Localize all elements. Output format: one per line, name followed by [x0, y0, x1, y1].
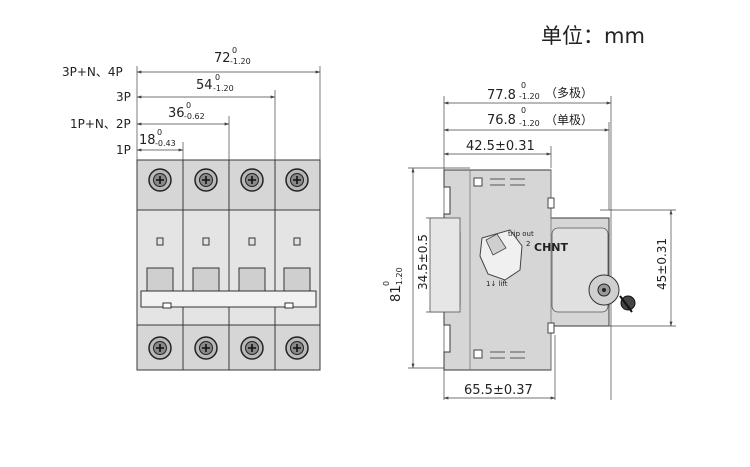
- brand-logo: CHNT: [534, 241, 568, 254]
- width-4p-lower: -1.20: [230, 57, 251, 66]
- width-dimension-2p: 1P+N、2P 36 0 -0.62: [70, 101, 230, 131]
- height-lower: -1.20: [395, 267, 404, 288]
- width-4p-upper: 0: [232, 46, 237, 55]
- screw-icon: [194, 336, 218, 360]
- depth-dimension-top: 42.5±0.31: [443, 139, 552, 156]
- height-dimension-81: 81 0 -1.20: [382, 167, 415, 369]
- breaker-side-body: [429, 169, 610, 371]
- depth-multi-note: （多极）: [545, 86, 593, 100]
- width-dimension-3p: 3P 54 0 -1.20: [116, 73, 276, 104]
- pole-label-3p: 3P: [116, 90, 131, 104]
- depth-multi-lower: -1.20: [519, 92, 540, 101]
- side-view: 77.8 0 -1.20 （多极） 76.8 0 -1.20 （单极） 42.5…: [382, 81, 676, 400]
- toggle-levers: [140, 267, 317, 309]
- front-height-value: 45±0.31: [655, 238, 669, 290]
- unit-label: 单位：mm: [541, 24, 645, 48]
- depth-dimension-multi: 77.8 0 -1.20 （多极）: [443, 81, 612, 105]
- lift-label: 1↓ lift: [486, 280, 508, 288]
- screw-icon: [194, 168, 218, 192]
- depth-single-upper: 0: [521, 106, 526, 115]
- screw-icon: [240, 336, 264, 360]
- width-1p-nominal: 18: [139, 133, 156, 148]
- pole-label-4p: 3P+N、4P: [62, 65, 123, 79]
- width-dimension-4p: 3P+N、4P 72 0 -1.20: [62, 46, 321, 79]
- top-depth-value: 42.5±0.31: [466, 139, 535, 154]
- width-1p-lower: -0.43: [155, 139, 176, 148]
- width-dimension-1p: 1P 18 0 -0.43: [116, 128, 184, 157]
- extension-lines: [136, 66, 321, 160]
- terminal-screws-top: [148, 168, 309, 192]
- screw-icon: [148, 336, 172, 360]
- height-dimension-front: 45±0.31: [655, 209, 673, 327]
- width-2p-nominal: 36: [168, 106, 185, 121]
- depth-multi-nominal: 77.8: [487, 88, 516, 103]
- bottom-depth-value: 65.5±0.37: [464, 383, 533, 398]
- width-3p-upper: 0: [215, 73, 220, 82]
- width-2p-lower: -0.62: [184, 112, 205, 121]
- depth-single-lower: -1.20: [519, 119, 540, 128]
- handle-tie-bar: [140, 290, 317, 308]
- side-labels: trip out 2 1↓ lift CHNT: [486, 230, 568, 288]
- terminal-screws-bottom: [148, 336, 309, 360]
- din-rail-clip: [429, 217, 461, 313]
- front-view: 3P+N、4P 72 0 -1.20 3P 54 0 -1.20 1P+N、2P…: [62, 46, 321, 371]
- num-mark: 2: [526, 240, 530, 248]
- status-windows: [156, 237, 301, 246]
- width-1p-upper: 0: [157, 128, 162, 137]
- width-3p-nominal: 54: [196, 78, 213, 93]
- depth-dimension-bottom: 65.5±0.37: [443, 383, 556, 400]
- screw-icon: [148, 168, 172, 192]
- trip-out-label: trip out: [508, 230, 534, 238]
- height-dimension-rail: 34.5±0.5: [416, 217, 433, 313]
- rail-height-value: 34.5±0.5: [416, 234, 430, 290]
- toggle-knob: [588, 274, 636, 313]
- height-upper: 0: [382, 281, 391, 286]
- screw-icon: [240, 168, 264, 192]
- depth-dimension-single: 76.8 0 -1.20 （单极）: [443, 106, 610, 132]
- pole-label-1p: 1P: [116, 143, 131, 157]
- depth-multi-upper: 0: [521, 81, 526, 90]
- screw-icon: [285, 336, 309, 360]
- depth-single-nominal: 76.8: [487, 113, 516, 128]
- width-2p-upper: 0: [186, 101, 191, 110]
- height-nominal: 81: [389, 285, 404, 302]
- pole-label-2p: 1P+N、2P: [70, 117, 131, 131]
- depth-single-note: （单极）: [545, 113, 593, 127]
- width-3p-lower: -1.20: [213, 84, 234, 93]
- screw-icon: [285, 168, 309, 192]
- width-4p-nominal: 72: [214, 51, 231, 66]
